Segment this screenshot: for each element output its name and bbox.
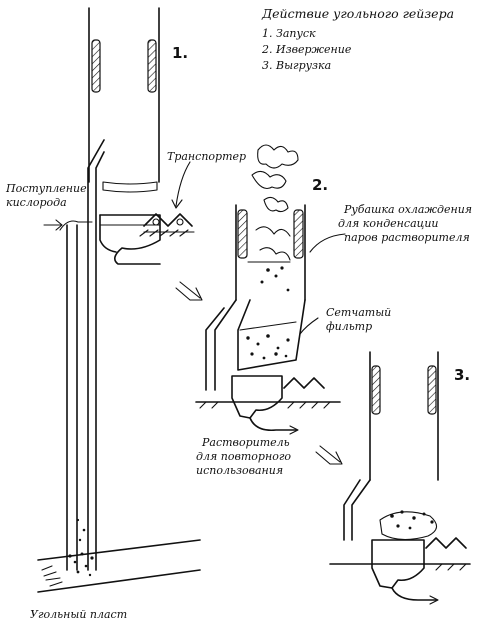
legend-item-unloading: 3. Выгрузка — [262, 59, 331, 72]
stage-2-number: 2. — [312, 176, 328, 194]
arrow-2-to-3 — [315, 445, 343, 465]
stage-1-well-pipe — [43, 139, 105, 571]
stage-2-eruption: 2. — [195, 144, 472, 477]
stage-1-startup: 1. — [5, 7, 246, 621]
arrow-1-to-2 — [175, 281, 203, 301]
legend-item-start: 1. Запуск — [262, 27, 316, 40]
jacket-pointer — [309, 233, 346, 253]
stage-2-lower-column — [205, 299, 319, 391]
legend: Действие угольного гейзера 1. Запуск 2. … — [261, 6, 454, 72]
label-solvent-3: использования — [196, 464, 283, 477]
stage-3-column — [369, 351, 439, 481]
stage-1-hopper — [99, 214, 161, 265]
label-oxygen-2: кислорода — [6, 196, 67, 209]
stage-2-vapor-cloud — [251, 144, 299, 213]
label-jacket-2: для конденсации — [338, 217, 438, 230]
stage-2-hopper — [195, 375, 341, 435]
stage-1-transporter — [139, 161, 195, 237]
legend-title: Действие угольного гейзера — [261, 6, 454, 21]
stage-3-unloading: 3. — [329, 351, 471, 605]
legend-item-eruption: 2. Извержение — [261, 43, 352, 56]
label-filter-2: фильтр — [326, 320, 372, 333]
label-transporter: Транспортер — [167, 150, 246, 163]
label-coal-seam: Угольный пласт — [30, 608, 127, 621]
label-filter-1: Сетчатый — [326, 306, 391, 319]
label-solvent-1: Растворитель — [201, 436, 290, 449]
label-oxygen-1: Поступление — [5, 182, 87, 195]
stage-3-hopper — [329, 479, 471, 605]
label-solvent-2: для повторного — [196, 450, 291, 463]
label-jacket-3: паров растворителя — [344, 231, 470, 244]
stage-1-column — [88, 7, 160, 193]
stage-3-number: 3. — [454, 366, 470, 384]
stage-1-number: 1. — [172, 44, 188, 62]
stage-2-cooling-jacket — [235, 204, 306, 301]
stage-1-coal-seam — [37, 518, 201, 593]
label-jacket-1: Рубашка охлаждения — [343, 203, 472, 216]
